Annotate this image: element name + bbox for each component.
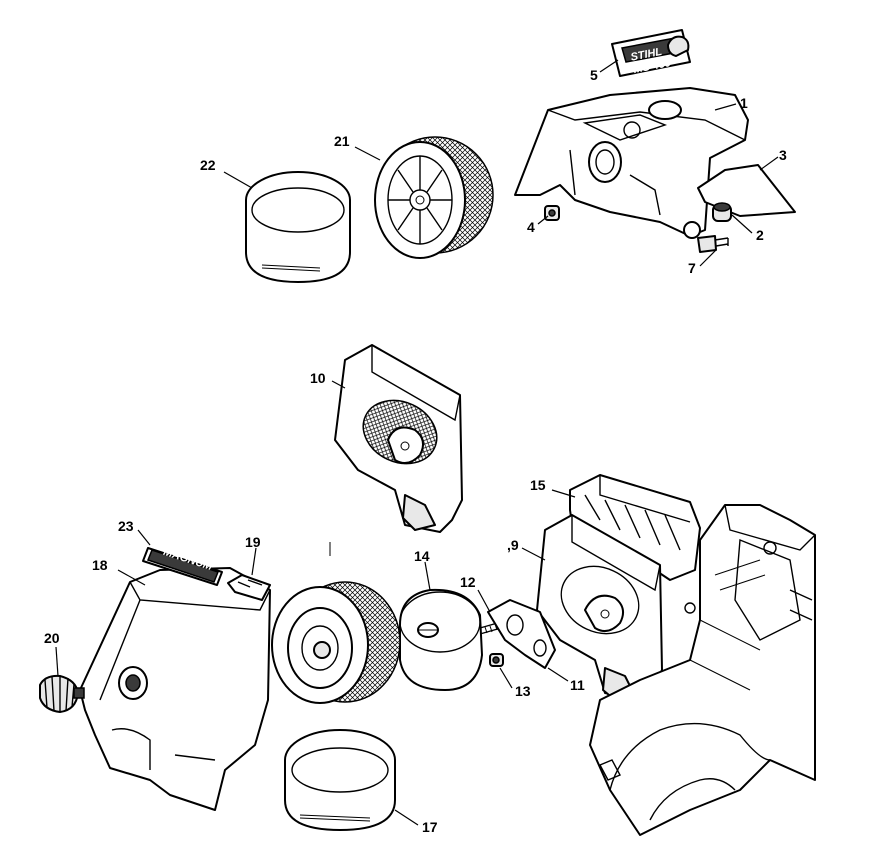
- part-14-prefilter: [399, 588, 483, 691]
- callout-22: 22: [200, 157, 216, 173]
- callout-23: 23: [118, 518, 134, 534]
- part-11-bracket: [487, 599, 556, 669]
- callout-14: 14: [414, 548, 430, 564]
- callout-20: 20: [44, 630, 60, 646]
- callout-17: 17: [422, 819, 438, 835]
- part-9-filter-base: [536, 514, 663, 701]
- chainsaw-body: [589, 504, 816, 836]
- callout-3: 3: [779, 147, 787, 163]
- part-1-shroud: [514, 87, 749, 239]
- part-22-filter-ring: [245, 171, 351, 283]
- callout-13: 13: [515, 683, 531, 699]
- part-2-grommet: [712, 202, 732, 222]
- callout-7: 7: [688, 260, 696, 276]
- part-19-clip: [227, 574, 271, 601]
- callout-9: ,9: [507, 537, 519, 553]
- callout-5: 5: [590, 67, 598, 83]
- part-18-filter-cover: [79, 567, 271, 811]
- callout-2: 2: [756, 227, 764, 243]
- part-13-nut: [489, 653, 504, 667]
- callout-19: 19: [245, 534, 261, 550]
- callout-18: 18: [92, 557, 108, 573]
- callout-1: 1: [740, 95, 748, 111]
- callout-21: 21: [334, 133, 350, 149]
- part-20-knob: [39, 674, 85, 713]
- callout-11: 11: [570, 677, 585, 693]
- callout-15: 15: [530, 477, 546, 493]
- main-filter-element: [271, 542, 401, 704]
- callout-labels: 1 2 3 4 5 7 ,9 10 11 12 13 14 15 17 18 1…: [44, 67, 787, 835]
- part-7-screw: [697, 235, 729, 253]
- part-23-magnum-decal: MAGNUM: [142, 546, 223, 586]
- part-21-air-filter: [374, 136, 494, 259]
- callout-12: 12: [460, 574, 476, 590]
- leader-lines: [55, 59, 779, 826]
- part-10-filter-base: [334, 344, 463, 533]
- part-4-nut: [544, 205, 560, 221]
- plug-part: [667, 35, 690, 57]
- callout-4: 4: [527, 219, 535, 235]
- part-17-filter-ring: [284, 729, 396, 831]
- callout-10: 10: [310, 370, 326, 386]
